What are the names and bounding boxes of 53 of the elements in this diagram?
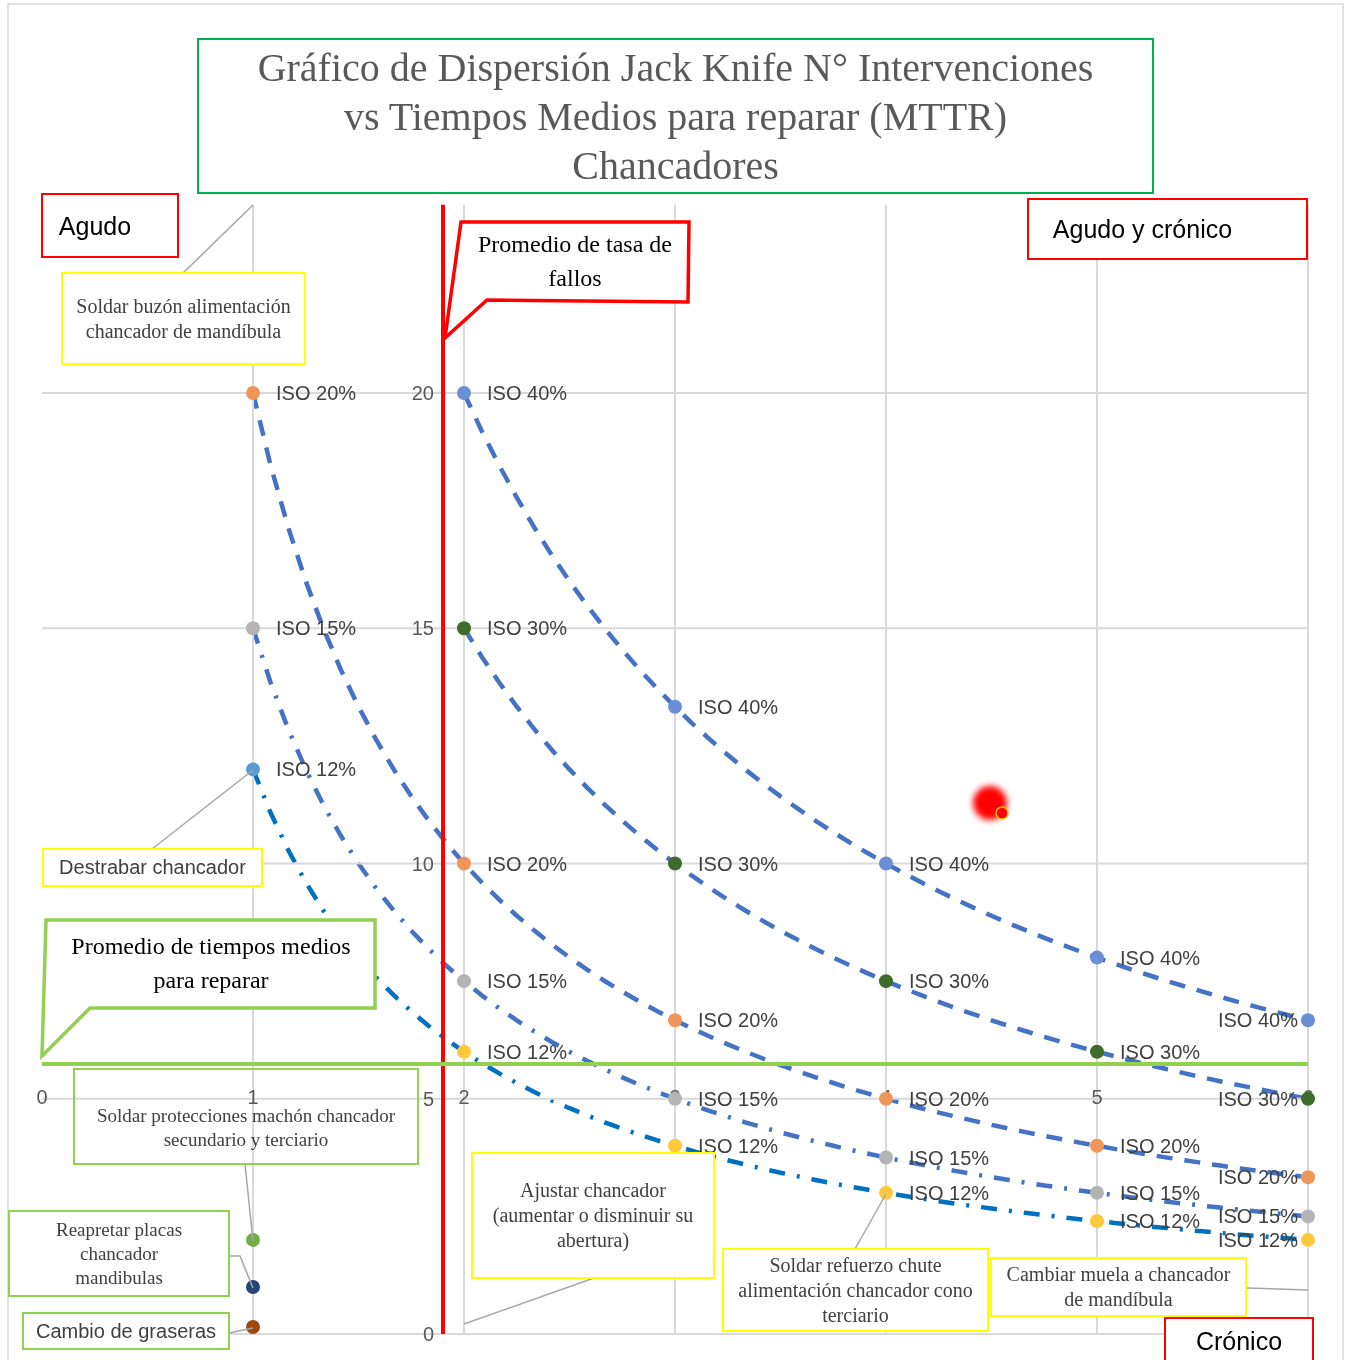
axis-tick-label: 0: [422, 1323, 434, 1345]
axis-tick-label: 15: [411, 617, 434, 640]
text-box: Ajustar chancador (aumentar o disminuir su abertura): [471, 1152, 715, 1279]
text-box: Agudo y crónico: [1027, 198, 1308, 260]
data-label: ISO 20%: [487, 852, 568, 875]
data-label: ISO 15%: [1120, 1181, 1201, 1204]
callout-box: [40, 918, 377, 1060]
axis-tick-label: 0: [36, 1085, 48, 1108]
axis-tick-label: 5: [1091, 1085, 1103, 1108]
text-box: Soldar refuerzo chute alimentación chancador cono terciario: [722, 1248, 989, 1332]
data-label: ISO 30%: [1217, 1087, 1298, 1110]
axis-tick-label: 20: [411, 382, 434, 404]
axis-tick-label: 1: [247, 1085, 259, 1108]
leader-line: [244, 1163, 254, 1242]
data-label: ISO 15%: [1217, 1205, 1298, 1228]
data-label: ISO 20%: [698, 1009, 779, 1032]
data-label: ISO 15%: [698, 1087, 779, 1110]
text-box: Reapretar placas chancador mandibulas: [8, 1210, 230, 1297]
callout-text: Promedio de tiempos medios para reparar: [70, 932, 352, 995]
data-label: ISO 40%: [1217, 1009, 1298, 1032]
data-label: ISO 12%: [1217, 1228, 1298, 1251]
leader-line: [854, 1193, 887, 1250]
data-label: ISO 40%: [698, 695, 779, 718]
data-label: ISO 20%: [1120, 1134, 1201, 1157]
text-box: Agudo: [41, 193, 179, 258]
data-label: ISO 40%: [1120, 946, 1201, 969]
data-label: ISO 12%: [276, 758, 357, 781]
data-label: ISO 12%: [487, 1040, 568, 1063]
data-label: ISO 20%: [1217, 1166, 1298, 1189]
text-box: Cambio de graseras: [22, 1312, 230, 1350]
text-box: Cambiar muela a chancador de mandíbula: [990, 1257, 1247, 1317]
data-label: ISO 30%: [698, 852, 779, 875]
data-label: ISO 40%: [909, 852, 990, 875]
text-box: Crónico: [1164, 1317, 1314, 1360]
data-label: ISO 15%: [487, 970, 568, 993]
data-label: ISO 20%: [276, 382, 357, 404]
data-label: ISO 40%: [487, 382, 568, 404]
data-label: ISO 15%: [276, 617, 357, 640]
axis-tick-label: 2: [458, 1085, 470, 1108]
callout-text: Promedio de tasa de fallos: [477, 230, 673, 293]
data-label: ISO 30%: [1120, 1040, 1201, 1063]
text-box: Destrabar chancador: [42, 848, 263, 887]
leader-line: [151, 769, 254, 850]
data-label: ISO 30%: [487, 617, 568, 640]
axis-tick-label: 10: [411, 852, 434, 875]
data-label: ISO 12%: [909, 1181, 990, 1204]
data-label: ISO 30%: [909, 970, 990, 993]
data-label: ISO 15%: [909, 1146, 990, 1169]
text-box: Soldar buzón alimentación chancador de mandíbula: [61, 272, 306, 365]
data-label: ISO 12%: [1120, 1210, 1201, 1233]
chart-title: Gráfico de Dispersión Jack Knife N° Intervenciones vs Tiempos Medios para reparar (MTTR) Chancadores: [197, 38, 1154, 194]
data-label: ISO 20%: [909, 1087, 990, 1110]
axis-tick-label: 5: [422, 1087, 434, 1110]
